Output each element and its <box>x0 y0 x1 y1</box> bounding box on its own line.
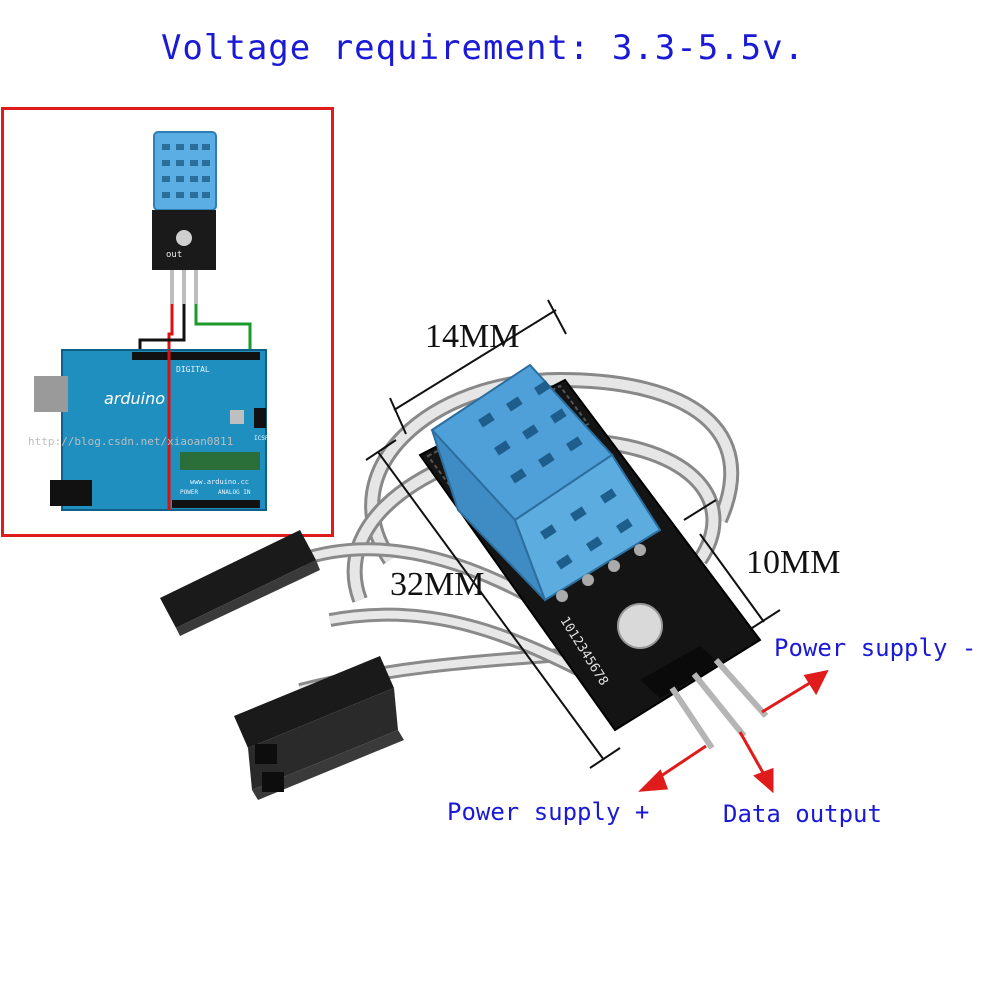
watermark-text: http://blog.csdn.net/xiaoan0811 <box>28 435 234 448</box>
svg-text:ANALOG IN: ANALOG IN <box>218 489 251 496</box>
dupont-connector-left <box>160 530 320 636</box>
sensor-module-hole <box>176 230 192 246</box>
power-jack <box>50 480 92 506</box>
digital-header <box>132 352 260 360</box>
pin-vcc <box>669 686 715 750</box>
mounting-hole <box>617 603 663 649</box>
svg-text:ICSP: ICSP <box>254 435 269 442</box>
reset-button <box>230 410 244 424</box>
gnd-wire <box>138 304 186 352</box>
sensor-grille <box>162 144 210 198</box>
wiring-diagram-illustration: out DIGITAL arduino www.arduino.cc POWER… <box>34 131 269 511</box>
sensor-out-label: out <box>166 250 182 260</box>
data-wire <box>194 304 252 352</box>
usb-connector <box>34 376 68 412</box>
sensor-housing-front <box>513 453 662 602</box>
pin-header-block <box>640 646 720 698</box>
voltage-requirement-title: Voltage requirement: 3.3-5.5v. <box>160 28 806 68</box>
dimension-length-label: 32MM <box>390 566 485 603</box>
sensor-grille-slots <box>478 380 633 570</box>
svg-text:DIGITAL: DIGITAL <box>176 365 210 374</box>
atmega-chip <box>180 452 260 470</box>
dimension-height-label: 10MM <box>746 544 841 581</box>
pin-data <box>691 672 747 738</box>
dupont-connector-bottom <box>234 656 404 800</box>
icsp-header <box>254 408 266 428</box>
pin-gnd <box>713 658 769 718</box>
data-output-label: Data output <box>723 800 882 828</box>
wiring-diagram-panel: out DIGITAL arduino www.arduino.cc POWER… <box>1 107 334 537</box>
svg-text:www.arduino.cc: www.arduino.cc <box>190 478 249 486</box>
analog-header <box>172 500 260 508</box>
power-supply-minus-label: Power supply - <box>774 634 977 662</box>
red-arrows <box>638 669 829 794</box>
svg-text:POWER: POWER <box>180 489 198 496</box>
arduino-logo: arduino <box>104 389 165 408</box>
dimension-lines <box>365 299 781 769</box>
sensor-legs <box>556 544 646 602</box>
dimension-width-label: 14MM <box>425 318 520 355</box>
power-supply-plus-label: Power supply + <box>447 798 650 826</box>
